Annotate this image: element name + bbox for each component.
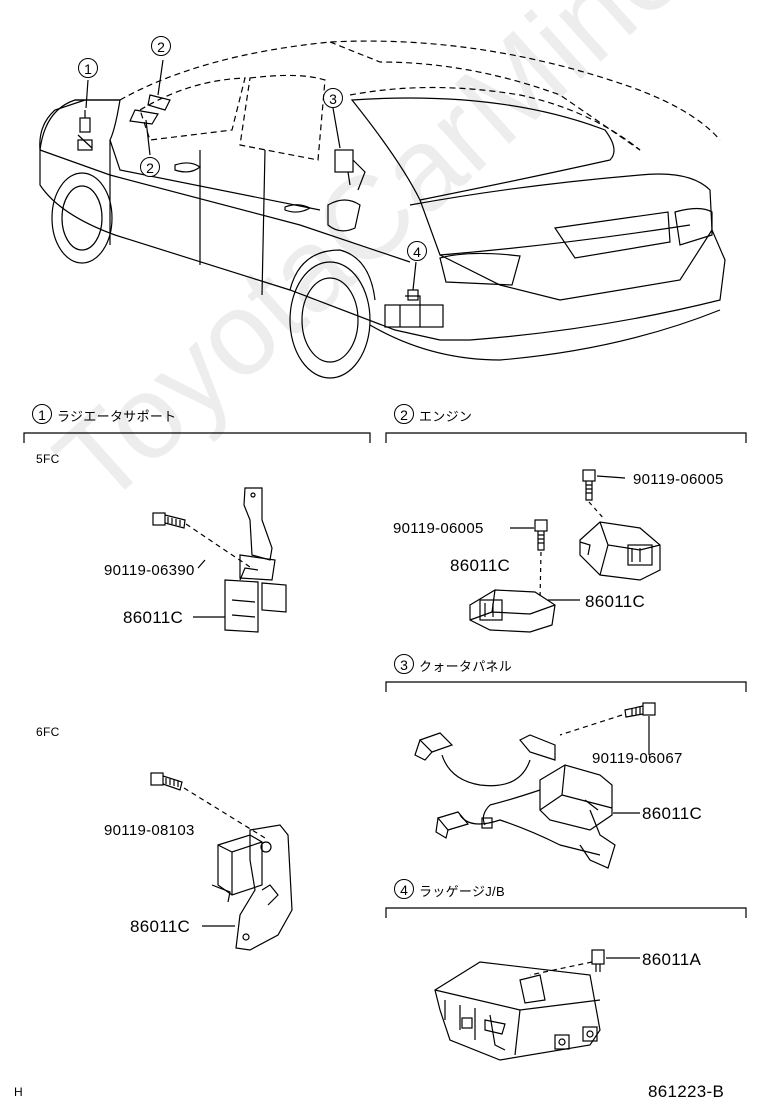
car-illustration [39,40,726,379]
variant-5fc: 5FC [36,452,60,466]
callout-1: 1 [78,58,98,78]
section-4-title: ラッゲージJ/B [419,884,505,899]
footer-mark: H [14,1085,23,1099]
section-3-number: 3 [394,654,414,674]
part-number-86011c-5fc: 86011C [123,608,184,627]
diagram-reference-number: 861223-B [648,1082,725,1101]
part-number-90119-06005-left: 90119-06005 [393,520,484,537]
callout-3: 3 [323,88,343,108]
callout-2-lower: 2 [140,157,160,177]
part-number-90119-06005-right: 90119-06005 [633,471,724,488]
s1-5fc-assembly [152,487,287,633]
s4-assembly [434,949,640,1061]
section-dividers [23,432,747,918]
part-number-86011c-6fc: 86011C [130,917,191,936]
part-number-86011c-engine-left: 86011C [450,556,511,575]
part-number-86011c-quarter: 86011C [642,804,703,823]
s3-assembly [414,702,656,869]
s2-assembly [469,469,661,633]
callout-4: 4 [407,241,427,261]
part-number-90119-08103: 90119-08103 [104,822,195,839]
section-4-number: 4 [394,879,414,899]
part-number-86011a: 86011A [642,950,702,969]
section-3-title: クォータパネル [419,659,513,674]
section-2-number: 2 [394,404,414,424]
part-number-86011c-engine-right: 86011C [585,592,646,611]
variant-6fc: 6FC [36,725,60,739]
section-2-title: エンジン [419,409,473,424]
part-number-90119-06067: 90119-06067 [592,750,683,767]
s1-6fc-assembly [150,772,293,951]
section-1-title: ラジエータサポート [57,409,177,424]
part-number-90119-06390: 90119-06390 [104,562,195,579]
callout-2-upper: 2 [151,36,171,56]
section-1-number: 1 [32,404,52,424]
